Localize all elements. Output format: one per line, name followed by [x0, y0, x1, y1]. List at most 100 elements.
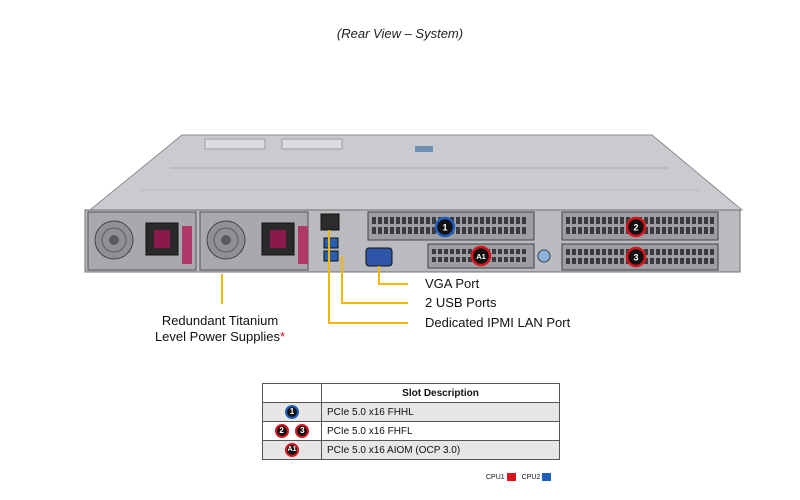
vent-hole	[584, 249, 588, 255]
vent-hole	[596, 258, 600, 264]
vent-hole	[644, 249, 648, 255]
vent-hole	[596, 217, 600, 224]
vent-hole	[468, 257, 472, 262]
svg-text:1: 1	[442, 223, 447, 233]
vent-hole	[390, 217, 394, 224]
vent-hole	[444, 257, 448, 262]
vent-hole	[584, 258, 588, 264]
svg-text:2: 2	[633, 223, 638, 233]
vent-hole	[402, 227, 406, 234]
vent-hole	[432, 217, 436, 224]
vent-hole	[578, 249, 582, 255]
vent-hole	[372, 217, 376, 224]
vent-hole	[372, 227, 376, 234]
vent-hole	[516, 227, 520, 234]
vent-hole	[390, 227, 394, 234]
vent-hole	[710, 258, 714, 264]
vent-hole	[572, 227, 576, 234]
vent-hole	[608, 217, 612, 224]
vent-hole	[674, 249, 678, 255]
vent-hole	[492, 249, 496, 254]
vent-hole	[456, 249, 460, 254]
top-cover-label-plate	[281, 138, 343, 150]
vent-hole	[698, 217, 702, 224]
power-supply-label: Redundant Titanium Level Power Supplies*	[130, 313, 310, 345]
vent-hole	[468, 249, 472, 254]
vent-hole	[462, 249, 466, 254]
vent-hole	[572, 217, 576, 224]
vent-hole	[710, 227, 714, 234]
vent-hole	[566, 227, 570, 234]
vent-hole	[456, 257, 460, 262]
vent-hole	[668, 258, 672, 264]
vent-hole	[704, 258, 708, 264]
power-supply-label-line1: Redundant Titanium	[161, 313, 279, 328]
vent-hole	[692, 258, 696, 264]
table-row: 2 3 PCIe 5.0 x16 FHFL	[262, 421, 560, 441]
vent-hole	[450, 249, 454, 254]
slot-badge-1: 1	[285, 405, 299, 419]
vga-port	[365, 247, 393, 267]
vent-hole	[522, 257, 526, 262]
vent-hole	[462, 217, 466, 224]
vent-hole	[590, 217, 594, 224]
svg-text:A1: A1	[476, 252, 486, 261]
vent-hole	[408, 227, 412, 234]
vent-hole	[674, 227, 678, 234]
vent-hole	[456, 217, 460, 224]
psu-handle	[182, 226, 192, 264]
slot-icons-cell: 2 3	[262, 421, 322, 441]
vent-hole	[444, 249, 448, 254]
vent-hole	[480, 217, 484, 224]
legend-cpu2-label: CPU2	[521, 473, 541, 481]
vent-hole	[584, 227, 588, 234]
table-header-title: Slot Description	[321, 383, 560, 403]
vent-hole	[656, 249, 660, 255]
vent-hole	[656, 258, 660, 264]
vent-hole	[614, 217, 618, 224]
vent-hole	[698, 258, 702, 264]
vent-hole	[608, 227, 612, 234]
vent-hole	[662, 227, 666, 234]
slot-badge-a1: A1	[285, 443, 299, 457]
vent-hole	[516, 257, 520, 262]
vent-hole	[516, 249, 520, 254]
vent-hole	[450, 257, 454, 262]
vga-port-label: VGA Port	[425, 276, 480, 291]
vent-hole	[572, 258, 576, 264]
vent-hole	[468, 227, 472, 234]
vent-hole	[644, 217, 648, 224]
vent-hole	[650, 217, 654, 224]
vent-hole	[378, 227, 382, 234]
vent-hole	[614, 227, 618, 234]
vent-hole	[626, 217, 630, 224]
vent-hole	[456, 227, 460, 234]
vent-hole	[516, 217, 520, 224]
vent-hole	[498, 249, 502, 254]
vent-hole	[522, 249, 526, 254]
vent-hole	[474, 227, 478, 234]
vent-hole	[426, 217, 430, 224]
vent-hole	[602, 258, 606, 264]
vent-hole	[578, 258, 582, 264]
vent-hole	[644, 227, 648, 234]
vent-hole	[408, 217, 412, 224]
slot-marker-3: 3	[625, 246, 647, 268]
vent-hole	[504, 257, 508, 262]
vent-hole	[656, 217, 660, 224]
vent-hole	[620, 227, 624, 234]
slot-desc-cell: PCIe 5.0 x16 FHHL	[321, 402, 560, 422]
vent-hole	[572, 249, 576, 255]
usb-ports-label: 2 USB Ports	[425, 295, 497, 310]
vent-hole	[438, 257, 442, 262]
vent-hole	[650, 258, 654, 264]
legend-cpu1-swatch	[506, 473, 516, 481]
psu-handle	[298, 226, 308, 264]
power-supply-label-line2: Level Power Supplies	[154, 329, 280, 344]
vent-hole	[704, 249, 708, 255]
vent-hole	[492, 217, 496, 224]
vent-hole	[674, 258, 678, 264]
vent-hole	[614, 258, 618, 264]
vent-hole	[504, 227, 508, 234]
power-supply-asterisk: *	[279, 329, 286, 344]
